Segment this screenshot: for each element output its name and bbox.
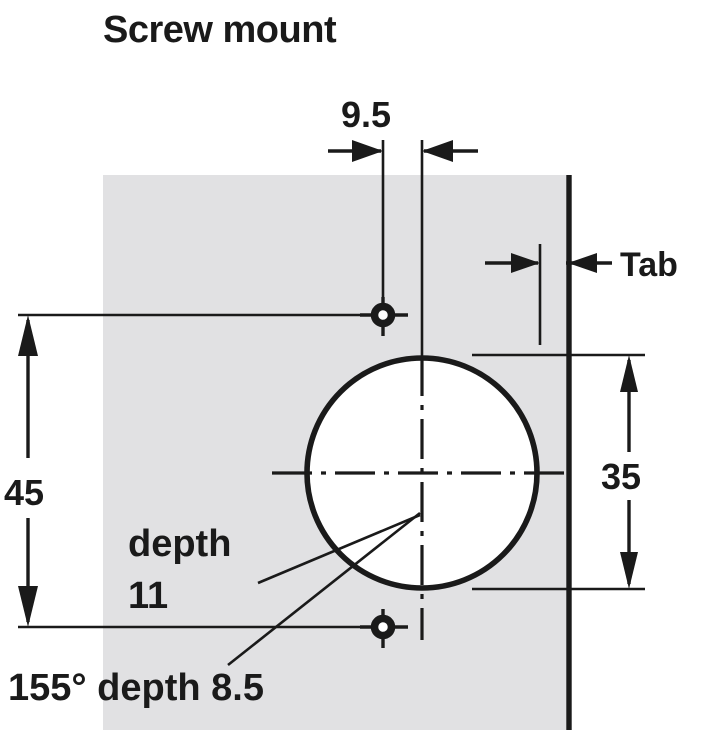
- dimension-label-9-5: 9.5: [341, 94, 391, 135]
- note-angle-depth: 155° depth 8.5: [8, 667, 264, 709]
- arrow-head-up: [18, 315, 38, 356]
- dimension-label-45: 45: [4, 472, 44, 513]
- arrow-head-up: [620, 355, 638, 392]
- upper-screw-hole: [360, 297, 408, 336]
- leader-line-angle-note: [227, 511, 421, 667]
- tab-label: Tab: [620, 246, 678, 284]
- page-title: Screw mount: [103, 9, 337, 51]
- arrow-head-down: [18, 586, 38, 627]
- dimension-45: 45: [4, 313, 383, 629]
- arrow-head-left: [422, 140, 453, 162]
- lower-screw-hole: [360, 609, 408, 648]
- dimension-9-5: 9.5: [328, 94, 478, 356]
- arrow-head-right: [352, 140, 383, 162]
- hole-ring: [370, 302, 396, 328]
- arrow-head-down: [620, 552, 638, 589]
- dimension-35: 35: [472, 353, 645, 591]
- dimension-label-35: 35: [601, 456, 641, 497]
- arrow-head-left: [568, 253, 597, 273]
- dimension-tab: Tab: [485, 244, 678, 345]
- hole-ring: [370, 614, 396, 640]
- arrow-head-right: [511, 253, 540, 273]
- leader-line-depth-11: [257, 513, 421, 585]
- note-depth-label: depth: [128, 523, 231, 565]
- note-depth-value: 11: [128, 575, 168, 617]
